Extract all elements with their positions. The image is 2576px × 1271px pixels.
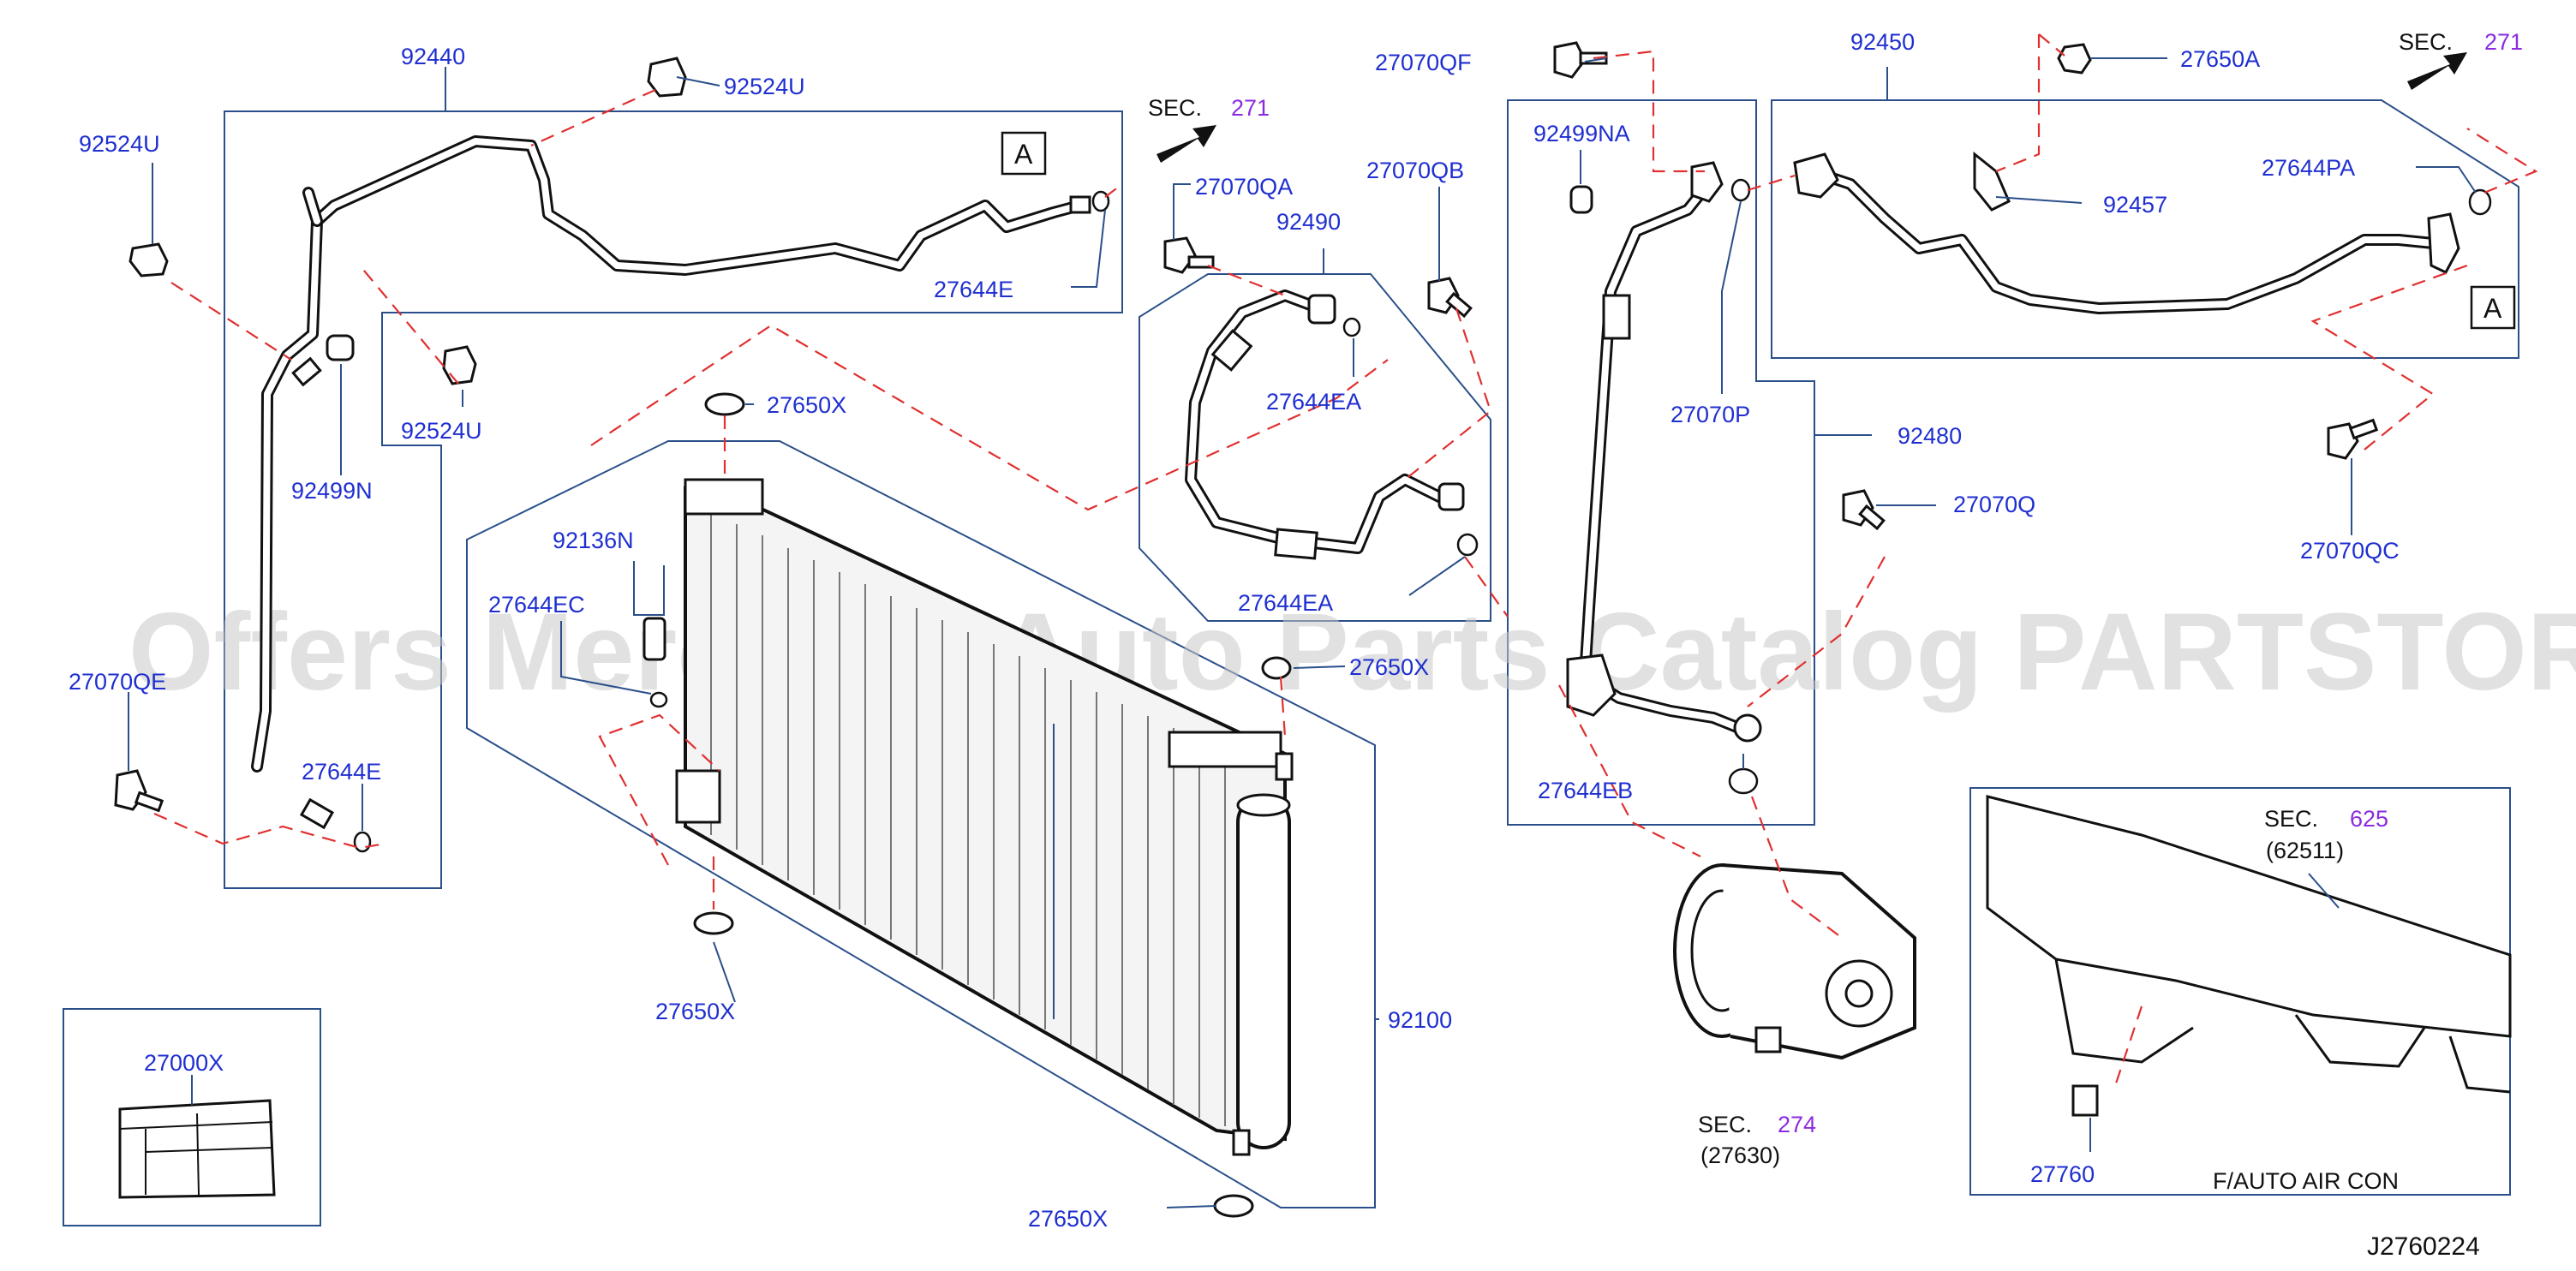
pipe-92450 — [1793, 151, 2460, 314]
callout-27644e-upper[interactable]: 27644E — [934, 277, 1013, 302]
callout-92524u-left[interactable]: 92524U — [79, 131, 160, 157]
inset-bracket — [1986, 795, 2512, 1117]
callout-labels: 92440 92524U 92524U 92524U 92499N 27070Q… — [69, 29, 2400, 1232]
hose-92490 — [1185, 289, 1465, 560]
mount-27650x-bottom-left — [693, 911, 734, 935]
callout-92136n[interactable]: 92136N — [553, 528, 634, 553]
bolt-27070qb — [1427, 277, 1473, 319]
bolt-27070q — [1842, 489, 1886, 531]
callout-27644pa[interactable]: 27644PA — [2262, 155, 2355, 181]
compressor — [1673, 863, 1916, 1060]
ref-a-right-label: A — [2483, 293, 2502, 324]
sec-274-number[interactable]: 274 — [1778, 1112, 1816, 1137]
sec-625-number[interactable]: 625 — [2350, 806, 2388, 832]
callout-92499n[interactable]: 92499N — [291, 478, 373, 504]
mount-27650x-bottom-right — [1213, 1194, 1254, 1218]
grommet-92499n — [326, 334, 355, 361]
bolt-27070qf — [1553, 41, 1608, 79]
bolt-27070qc — [2327, 418, 2379, 460]
o-ring-27070p — [1730, 178, 1751, 202]
sec-271-left-prefix: SEC. — [1148, 95, 1202, 121]
pipe-92440 — [251, 135, 1091, 830]
callout-27644e-lower[interactable]: 27644E — [302, 759, 381, 785]
frame-27000x — [63, 1008, 321, 1226]
ref-box-a-right — [2470, 285, 2516, 330]
clip-92524u-top — [647, 57, 687, 98]
bolt-27070qe — [114, 769, 164, 813]
clip-92524u-mid — [442, 345, 477, 385]
callout-27070qa[interactable]: 27070QA — [1195, 174, 1293, 200]
sec-271-right-number[interactable]: 271 — [2484, 29, 2523, 55]
frame-92490 — [1139, 273, 1491, 622]
sensor-92136n — [643, 617, 666, 661]
callout-92480[interactable]: 92480 — [1898, 423, 1962, 449]
callout-92524u-top[interactable]: 92524U — [724, 74, 805, 99]
mount-27650x-top — [704, 392, 745, 416]
callout-27650a[interactable]: 27650A — [2180, 46, 2260, 72]
callout-92457[interactable]: 92457 — [2103, 192, 2167, 218]
callout-92450[interactable]: 92450 — [1850, 29, 1915, 55]
inset-caption: F/AUTO AIR CON — [2213, 1168, 2399, 1194]
callout-27650x-right[interactable]: 27650X — [1349, 654, 1429, 680]
callout-27630: (27630) — [1700, 1143, 1780, 1168]
callout-27070q[interactable]: 27070Q — [1953, 492, 2035, 517]
sec-271-left-arrow-icon — [1157, 125, 1216, 163]
o-ring-27644ea-upper — [1342, 317, 1361, 337]
clip-92524u-left — [129, 242, 169, 277]
callout-27070qb[interactable]: 27070QB — [1366, 158, 1464, 183]
callout-27650x-top[interactable]: 27650X — [767, 392, 846, 418]
o-ring-27644e-lower — [353, 831, 372, 853]
frame-92450 — [1771, 99, 2519, 359]
callout-27650x-bottom-left[interactable]: 27650X — [655, 999, 735, 1024]
o-ring-27644e-upper — [1091, 190, 1110, 212]
figure-code: J2760224 — [2367, 1232, 2480, 1261]
callout-92440[interactable]: 92440 — [401, 44, 465, 69]
callout-27070p[interactable]: 27070P — [1671, 402, 1750, 427]
sec-274-prefix: SEC. — [1698, 1112, 1752, 1137]
section-references: SEC. 271 SEC. 271 SEC. 274 SEC. 625 — [1148, 29, 2523, 1137]
mount-27650x-right — [1261, 656, 1292, 680]
callout-92524u-mid[interactable]: 92524U — [401, 418, 482, 444]
leader-lines — [128, 57, 2477, 1208]
callout-27760[interactable]: 27760 — [2030, 1161, 2095, 1187]
grommet-92499na — [1569, 185, 1593, 214]
callout-27070qc[interactable]: 27070QC — [2300, 538, 2400, 564]
sec-271-right-arrow-icon — [2407, 52, 2467, 90]
callout-62511: (62511) — [2266, 838, 2344, 863]
assembly-lines — [153, 33, 2538, 1084]
callout-27644eb[interactable]: 27644EB — [1538, 778, 1633, 803]
label-27000x — [118, 1099, 276, 1199]
pipe-92480 — [1566, 161, 1762, 743]
callout-27644ea-lower[interactable]: 27644EA — [1238, 590, 1333, 616]
o-ring-27644ea-lower — [1456, 533, 1479, 557]
ref-a-left-label: A — [1014, 139, 1033, 170]
callout-27070qf[interactable]: 27070QF — [1375, 50, 1472, 75]
callout-27644ec[interactable]: 27644EC — [488, 592, 585, 618]
nut-27650a — [2057, 43, 2092, 75]
sec-625-prefix: SEC. — [2264, 806, 2318, 832]
o-ring-27644ec — [649, 691, 668, 708]
sec-271-left-number[interactable]: 271 — [1231, 95, 1270, 121]
callout-27644ea-upper[interactable]: 27644EA — [1266, 389, 1361, 415]
callout-27650x-bottom-right[interactable]: 27650X — [1028, 1206, 1108, 1232]
watermark: Offers Merchant Auto Parts Catalog PARTS… — [129, 591, 2576, 713]
o-ring-27644pa — [2468, 188, 2492, 216]
callout-27000x[interactable]: 27000X — [144, 1050, 224, 1076]
callout-92100[interactable]: 92100 — [1388, 1007, 1452, 1033]
o-ring-27644eb — [1728, 767, 1759, 795]
bolt-27070qa — [1163, 236, 1215, 274]
callout-92490[interactable]: 92490 — [1276, 209, 1341, 235]
frame-92100 — [466, 440, 1376, 1208]
frame-92440 — [224, 110, 1123, 889]
ref-box-a-left — [1001, 131, 1047, 176]
sec-271-right-prefix: SEC. — [2399, 29, 2453, 55]
frame-92480 — [1507, 99, 1815, 826]
callout-27070qe[interactable]: 27070QE — [69, 669, 166, 695]
condenser-92100 — [675, 478, 1294, 1156]
callout-92499na[interactable]: 92499NA — [1533, 121, 1630, 146]
